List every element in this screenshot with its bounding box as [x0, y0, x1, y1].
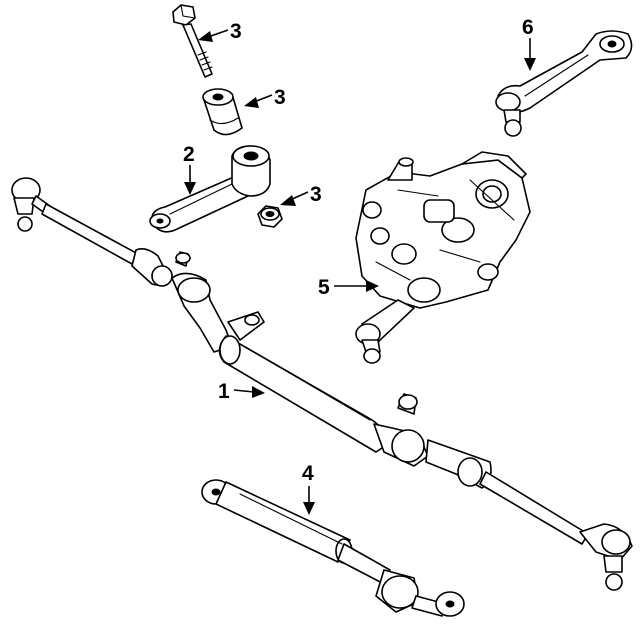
part-1-center-link[interactable] [11, 177, 633, 591]
part-5-steering-gear[interactable] [355, 151, 531, 364]
callout-3-bolt: 3 [230, 20, 242, 43]
callout-3-bushing: 3 [274, 86, 286, 109]
part-3-bolt[interactable] [172, 4, 213, 78]
callout-5: 5 [318, 276, 330, 299]
part-3-bushing[interactable] [202, 88, 243, 136]
callout-1: 1 [218, 380, 230, 403]
part-4-steering-damper[interactable] [201, 479, 465, 617]
callout-2: 2 [183, 143, 195, 166]
part-6-pitman-arm[interactable] [495, 30, 633, 137]
callout-3-nut: 3 [310, 183, 322, 206]
part-3-nut[interactable] [257, 205, 283, 228]
part-2-idler-arm[interactable] [149, 145, 271, 233]
callout-6: 6 [522, 16, 534, 39]
callout-4: 4 [302, 462, 314, 485]
